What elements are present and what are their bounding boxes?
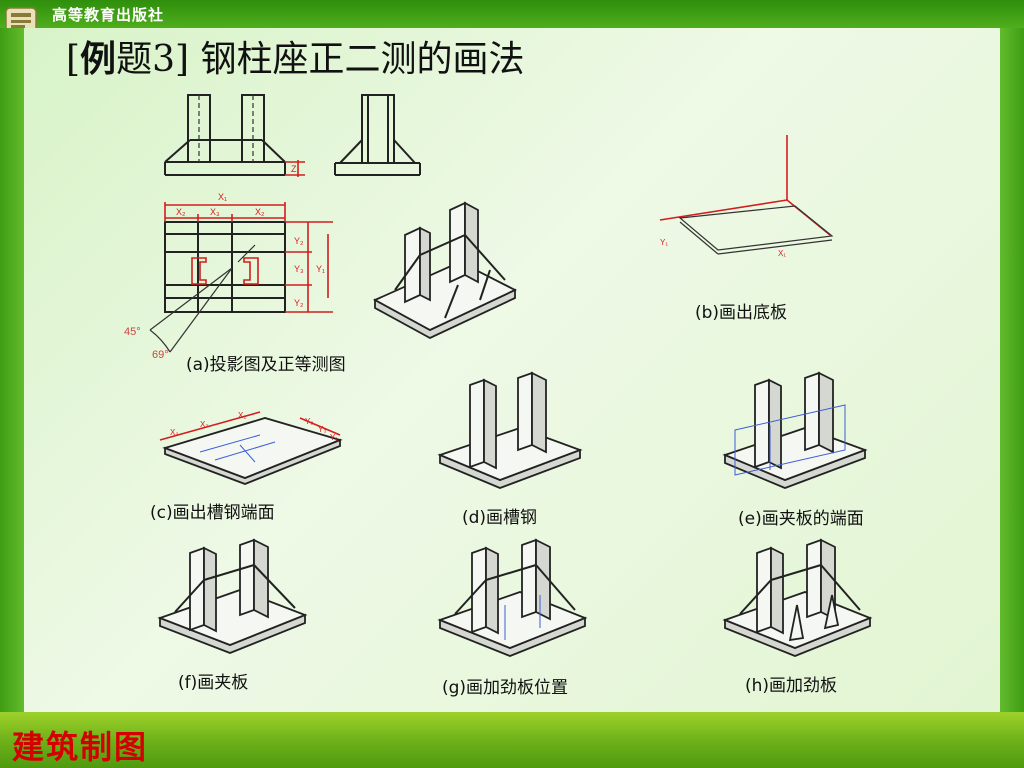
- dim-b-y1: Y₁: [660, 238, 668, 247]
- dim-c-x2-left: X₂: [170, 428, 178, 437]
- caption-e: (e)画夹板的端面: [738, 509, 864, 529]
- caption-f: (f)画夹板: [178, 673, 249, 693]
- dim-c-y1: Y₁: [330, 433, 338, 442]
- title-rest: 题3] 钢柱座正二测的画法: [116, 39, 525, 80]
- right-frame: [1000, 28, 1024, 712]
- dim-angle-45: 45°: [124, 326, 141, 338]
- dim-angle-69: 69°: [152, 349, 169, 361]
- clip-view-f: [157, 538, 308, 654]
- plan-view: [149, 202, 333, 353]
- dim-c-x2-right: X₂: [238, 411, 246, 420]
- caption-g: (g)画加劲板位置: [442, 678, 569, 698]
- left-frame: [0, 28, 24, 712]
- dim-c-x3: X₃: [200, 420, 209, 429]
- side-elevation: [334, 94, 421, 176]
- dim-x2-right: X₂: [255, 207, 265, 217]
- dim-y3: Y₃: [294, 264, 304, 274]
- dim-y1: Y₁: [316, 264, 325, 274]
- top-bar: [0, 0, 1024, 28]
- dim-z: Z: [291, 164, 297, 174]
- dim-b-x1: X₁: [778, 249, 786, 258]
- dim-x1: X₁: [218, 192, 227, 202]
- dim-x2-left: X₂: [176, 207, 186, 217]
- caption-c: (c)画出槽钢端面: [150, 503, 275, 523]
- stiffener-view-h: [722, 538, 873, 657]
- caption-h: (h)画加劲板: [745, 676, 838, 696]
- front-elevation: [164, 94, 305, 177]
- stiffener-position-view-g: [437, 538, 588, 657]
- title-bracket: [: [66, 39, 81, 80]
- channel-view-d: [437, 371, 583, 489]
- bottom-bar: [0, 712, 1024, 768]
- dim-y2-bottom: Y₂: [294, 298, 304, 308]
- dim-x3: X₃: [210, 207, 220, 217]
- footer-label: 建筑制图: [12, 728, 149, 766]
- publisher-logo-icon: [5, 7, 37, 33]
- dim-c-y3: Y₃: [318, 425, 327, 434]
- caption-a: (a)投影图及正等测图: [186, 355, 346, 375]
- plate-view-c: [159, 411, 343, 485]
- channel-view-e: [722, 371, 868, 489]
- caption-b: (b)画出底板: [695, 303, 788, 323]
- dim-c-y2: Y₂: [305, 417, 313, 426]
- slide-title: [例题3] 钢柱座正二测的画法: [66, 30, 524, 82]
- axes-view-b: [659, 135, 834, 255]
- isometric-view-a: [372, 201, 518, 340]
- title-bold: 例: [80, 38, 117, 80]
- dim-y2-top: Y₂: [294, 236, 304, 246]
- caption-d: (d)画槽钢: [462, 508, 538, 528]
- publisher-name: 高等教育出版社: [52, 6, 165, 24]
